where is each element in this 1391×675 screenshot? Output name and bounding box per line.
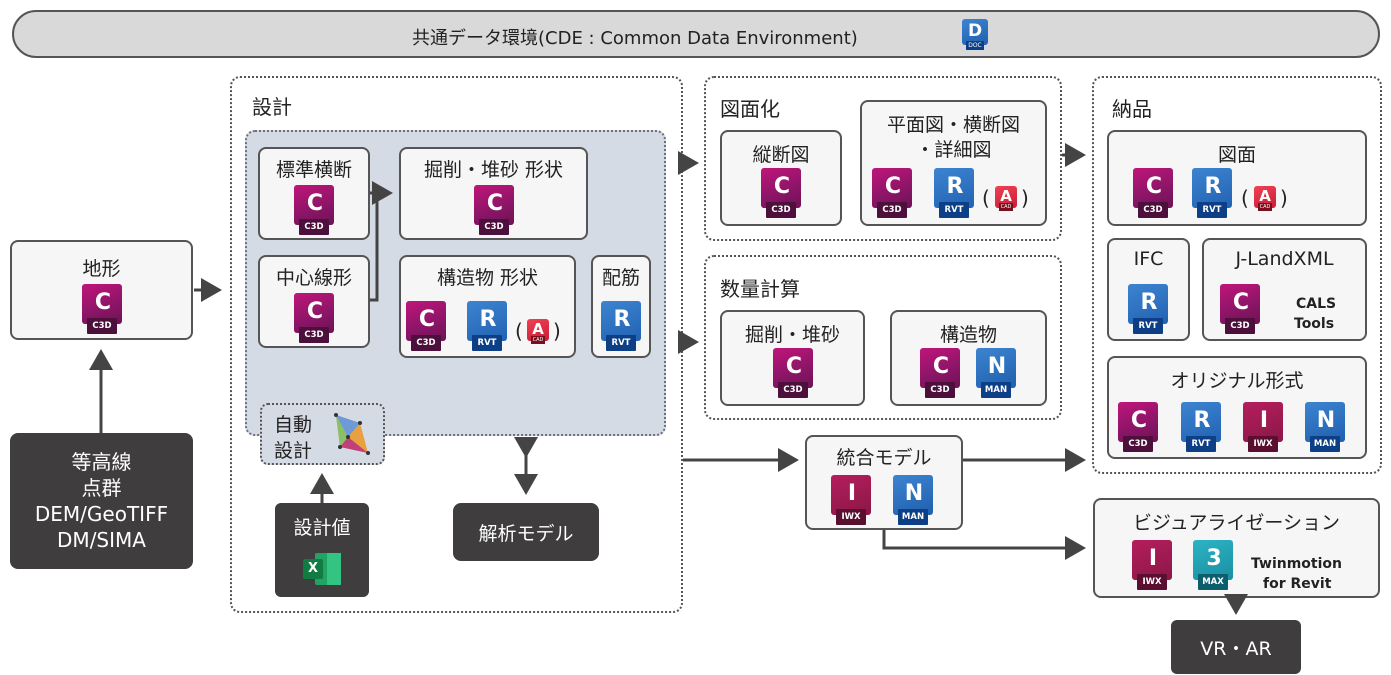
auto-design-line2: 設計 xyxy=(274,440,313,462)
delivery-title: 納品 xyxy=(1112,97,1152,121)
auto-design-line1: 自動 xyxy=(274,414,313,436)
twinmotion-label: Twinmotion xyxy=(1251,556,1342,572)
analysis-model-box: 解析モデル xyxy=(453,503,599,561)
paren-close: ) xyxy=(1021,186,1029,210)
plan-section-title: 平面図・横断図 xyxy=(886,114,1020,136)
paren-close: ) xyxy=(553,319,561,343)
original-format-title: オリジナル形式 xyxy=(1170,370,1304,392)
ifc-title: IFC xyxy=(1133,248,1164,270)
quantity-title: 数量計算 xyxy=(720,277,800,301)
rebar-title: 配筋 xyxy=(601,267,640,289)
centerline-title: 中心線形 xyxy=(275,267,352,289)
delivery-drawings-title: 図面 xyxy=(1217,144,1256,166)
detail-title: ・詳細図 xyxy=(915,139,992,161)
profile-title: 縦断図 xyxy=(752,144,810,166)
standard-cross-section-title: 標準横断 xyxy=(275,159,352,181)
vr-ar-title: VR・AR xyxy=(1200,637,1272,660)
vr-ar-box: VR・AR xyxy=(1171,620,1301,674)
excavation-shape-title: 掘削・堆砂 形状 xyxy=(423,159,564,181)
paren-close: ) xyxy=(1280,186,1288,210)
jlandxml-title: J-LandXML xyxy=(1235,248,1334,270)
input-dmsima: DM/SIMA xyxy=(57,528,146,552)
drawing-title: 図面化 xyxy=(720,97,780,121)
design-values-box: 設計値 X xyxy=(275,503,369,597)
input-contour: 等高線 xyxy=(71,450,132,474)
terrain-title: 地形 xyxy=(82,258,121,280)
input-dem: DEM/GeoTIFF xyxy=(34,502,169,526)
structure-shape-title: 構造物 形状 xyxy=(436,267,539,289)
cals-label: CALS xyxy=(1296,296,1337,312)
auto-design-box: 自動 設計 xyxy=(260,403,385,465)
quantity-group xyxy=(704,255,1062,420)
doc-icon: D DOC xyxy=(962,19,988,51)
cde-title: 共通データ環境(CDE : Common Data Environment) xyxy=(412,28,858,49)
visualization-title: ビジュアライゼーション xyxy=(1133,512,1340,534)
integrated-model-title: 統合モデル xyxy=(836,447,932,469)
design-title: 設計 xyxy=(252,95,292,119)
paren-open: ( xyxy=(515,319,523,343)
tools-label: Tools xyxy=(1294,316,1335,332)
input-pointcloud: 点群 xyxy=(81,476,122,500)
qty-structure-title: 構造物 xyxy=(939,324,997,346)
cde-banner: 共通データ環境(CDE : Common Data Environment) D… xyxy=(12,10,1380,58)
for-revit-label: for Revit xyxy=(1263,576,1332,592)
drawing-group xyxy=(704,76,1062,241)
design-values-title: 設計値 xyxy=(293,517,351,539)
paren-open: ( xyxy=(1241,186,1249,210)
qty-excavation-title: 掘削・堆砂 xyxy=(744,324,840,346)
excel-icon: X xyxy=(303,553,341,585)
delivery-group xyxy=(1092,76,1382,474)
dynamo-icon xyxy=(334,413,370,455)
arrow-integrated-to-visualization xyxy=(882,530,1086,560)
paren-open: ( xyxy=(982,186,990,210)
input-data-box: 等高線 点群 DEM/GeoTIFF DM/SIMA xyxy=(10,433,193,569)
analysis-model-title: 解析モデル xyxy=(478,522,574,545)
